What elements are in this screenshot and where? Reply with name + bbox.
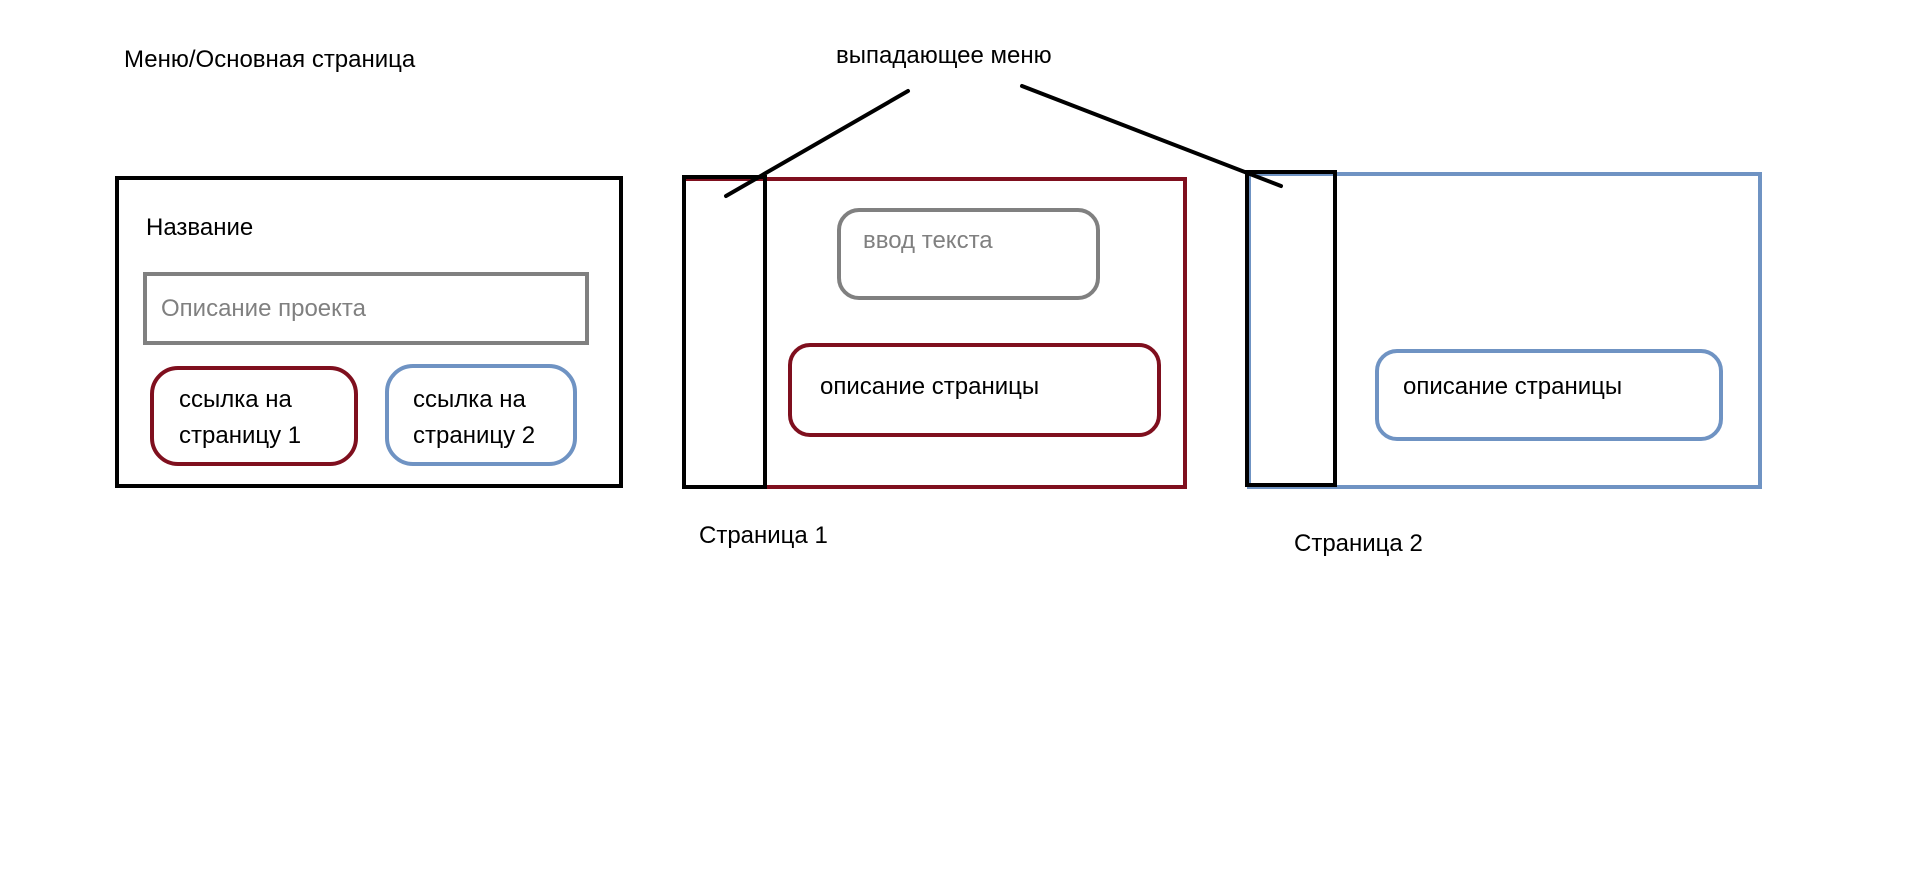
link-page1-button[interactable]: ссылка на страницу 1 (150, 366, 358, 466)
main-page-frame (115, 176, 623, 488)
link-page2-button[interactable]: ссылка на страницу 2 (385, 364, 577, 466)
page1-description-text: описание страницы (820, 373, 1040, 400)
page2-description: описание страницы (1375, 349, 1723, 441)
page1-text-input[interactable]: ввод текста (837, 208, 1100, 300)
project-description-field[interactable]: Описание проекта (143, 272, 589, 345)
main-page-caption: Меню/Основная страница (124, 46, 416, 73)
page2-dropdown-menu[interactable] (1245, 170, 1337, 487)
project-description-text: Описание проекта (161, 295, 366, 322)
link-page2-label: ссылка на страницу 2 (413, 386, 536, 449)
page2-description-text: описание страницы (1403, 373, 1623, 400)
page2-frame (1247, 172, 1762, 489)
page1-caption: Страница 1 (699, 522, 828, 549)
link-page1-label: ссылка на страницу 1 (179, 386, 302, 449)
page1-description: описание страницы (788, 343, 1161, 437)
page2-caption: Страница 2 (1294, 530, 1423, 557)
dropdown-menu-caption: выпадающее меню (836, 42, 1052, 69)
page1-text-input-placeholder: ввод текста (863, 227, 993, 254)
connector-to-page2-dropdown (1020, 84, 1283, 188)
page1-dropdown-menu[interactable] (682, 175, 767, 489)
main-page-title: Название (146, 214, 254, 241)
